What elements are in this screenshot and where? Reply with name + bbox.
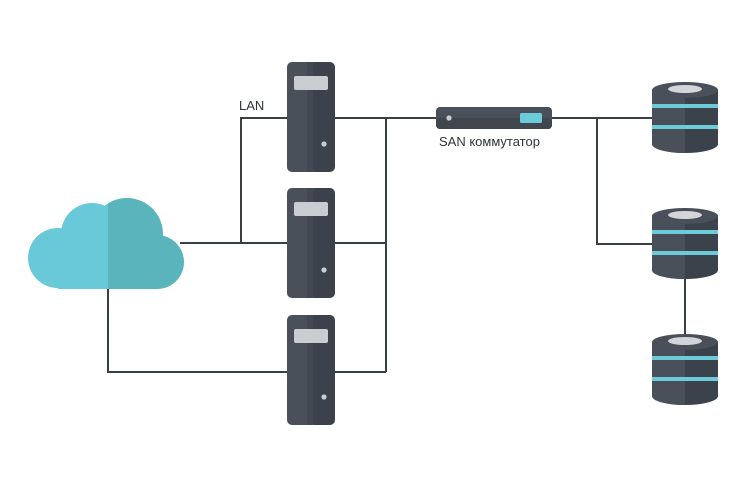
switch-accent — [520, 113, 542, 123]
connection-lines — [107, 117, 686, 373]
server-3 — [287, 315, 335, 425]
server-1 — [287, 62, 335, 172]
server-led — [321, 141, 327, 147]
storage-top — [668, 85, 702, 93]
database-storage-1 — [652, 82, 718, 153]
cloud-icon — [28, 198, 184, 289]
line-lan-server1 — [240, 117, 287, 243]
switch-led — [446, 115, 452, 121]
lan-label: LAN — [239, 98, 265, 113]
database-storage-2 — [652, 208, 718, 279]
server-slot — [294, 76, 328, 90]
line-cloud-server3 — [107, 286, 287, 373]
network-switch-icon — [436, 107, 552, 129]
server-2 — [287, 188, 335, 298]
line-switch-storage2 — [596, 118, 652, 245]
san-switch-label: SAN коммутатор — [439, 134, 540, 149]
database-storage-3 — [652, 334, 718, 405]
